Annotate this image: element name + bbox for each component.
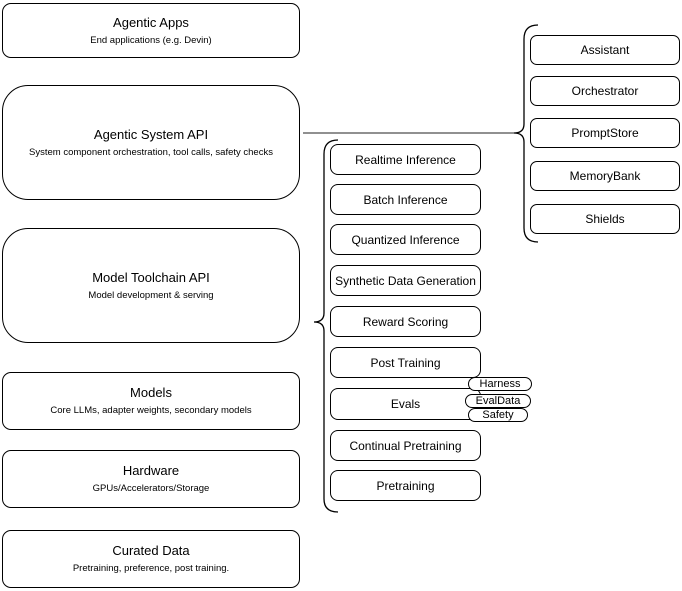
node-title: Agentic System API: [93, 126, 209, 142]
node-title: Agentic Apps: [113, 14, 189, 30]
node-hardware: Hardware GPUs/Accelerators/Storage: [2, 450, 300, 508]
node-label: Pretraining: [376, 478, 435, 493]
node-subtitle: Pretraining, preference, post training.: [72, 563, 230, 574]
node-models: Models Core LLMs, adapter weights, secon…: [2, 372, 300, 430]
node-label: Batch Inference: [363, 192, 448, 207]
node-model-toolchain-api: Model Toolchain API Model development & …: [2, 228, 300, 343]
node-quantized-inference: Quantized Inference: [330, 224, 481, 255]
node-agentic-apps: Agentic Apps End applications (e.g. Devi…: [2, 3, 300, 58]
node-label: Assistant: [580, 43, 630, 57]
node-label: Evals: [390, 397, 421, 411]
node-label: Quantized Inference: [351, 232, 460, 247]
node-title: Curated Data: [112, 543, 190, 558]
node-title: Model Toolchain API: [92, 269, 210, 285]
node-label: PromptStore: [571, 126, 639, 140]
node-promptstore: PromptStore: [530, 118, 680, 148]
pill-label: EvalData: [475, 395, 521, 407]
node-label: MemoryBank: [569, 169, 641, 183]
node-evals: Evals: [330, 388, 481, 420]
node-continual-pretraining: Continual Pretraining: [330, 430, 481, 461]
node-title: Hardware: [122, 463, 180, 478]
node-subtitle: Model development & serving: [88, 289, 214, 301]
node-label: Synthetic Data Generation: [335, 273, 476, 288]
node-label: Realtime Inference: [355, 152, 456, 167]
node-subtitle: System component orchestration, tool cal…: [29, 146, 273, 158]
node-assistant: Assistant: [530, 35, 680, 65]
node-memorybank: MemoryBank: [530, 161, 680, 191]
node-shields: Shields: [530, 204, 680, 234]
node-agentic-system-api: Agentic System API System component orch…: [2, 85, 300, 200]
node-realtime-inference: Realtime Inference: [330, 144, 481, 175]
node-label: Continual Pretraining: [349, 438, 462, 453]
pill-harness: Harness: [468, 377, 532, 391]
node-label: Orchestrator: [571, 84, 639, 98]
node-subtitle: Core LLMs, adapter weights, secondary mo…: [50, 405, 252, 416]
node-subtitle: End applications (e.g. Devin): [90, 34, 212, 46]
node-orchestrator: Orchestrator: [530, 76, 680, 106]
node-label: Reward Scoring: [362, 314, 449, 329]
node-curated-data: Curated Data Pretraining, preference, po…: [2, 530, 300, 588]
pill-label: Safety: [482, 409, 514, 421]
node-label: Shields: [585, 212, 625, 226]
pill-safety: Safety: [468, 408, 528, 422]
node-post-training: Post Training: [330, 347, 481, 378]
node-synthetic-data-generation: Synthetic Data Generation: [330, 265, 481, 296]
pill-evaldata: EvalData: [465, 394, 531, 408]
node-batch-inference: Batch Inference: [330, 184, 481, 215]
node-subtitle: GPUs/Accelerators/Storage: [92, 483, 210, 494]
node-pretraining: Pretraining: [330, 470, 481, 501]
node-title: Models: [130, 385, 172, 400]
node-reward-scoring: Reward Scoring: [330, 306, 481, 337]
pill-label: Harness: [479, 378, 521, 390]
node-label: Post Training: [370, 355, 441, 370]
